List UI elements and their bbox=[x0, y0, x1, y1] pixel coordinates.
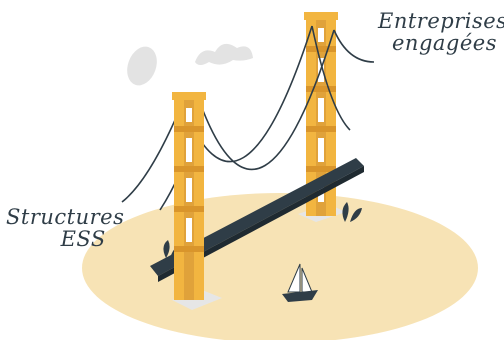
tower-front bbox=[172, 92, 206, 300]
label-entreprises-engagees-line1: Entreprises bbox=[378, 9, 504, 33]
sailboat-icon bbox=[282, 263, 318, 302]
cloud-icon bbox=[127, 43, 253, 86]
label-entreprises-engagees: Entreprises engagées bbox=[378, 10, 504, 54]
label-entreprises-engagees-line2: engagées bbox=[392, 31, 497, 55]
label-structures-ess: Structures ESS bbox=[6, 206, 124, 250]
label-structures-ess-line1: Structures bbox=[6, 205, 125, 229]
label-structures-ess-line2: ESS bbox=[60, 227, 106, 251]
